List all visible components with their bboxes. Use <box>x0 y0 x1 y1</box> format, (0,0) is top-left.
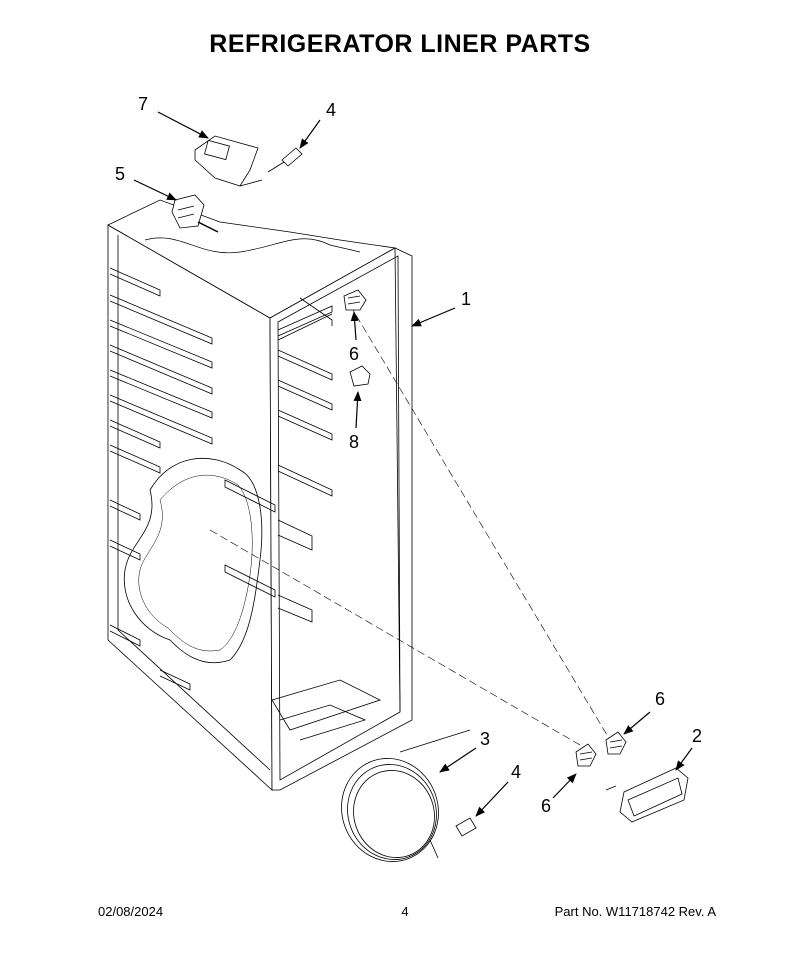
callout-6-bottom-left: 6 <box>541 796 551 816</box>
liner-drawing <box>107 199 611 791</box>
footer-page-number: 4 <box>401 904 409 919</box>
callout-4-bottom: 4 <box>511 762 521 782</box>
callout-1: 1 <box>461 289 471 309</box>
part-2-light-housing <box>605 767 689 823</box>
callout-6-top: 6 <box>349 344 359 364</box>
callout-4-top: 4 <box>326 100 336 120</box>
page-title: REFRIGERATOR LINER PARTS <box>209 30 591 58</box>
part-6-clip-bottom-right <box>605 731 627 755</box>
callout-6-bottom-right: 6 <box>655 689 665 709</box>
callout-8: 8 <box>349 432 359 452</box>
footer-date: 02/08/2024 <box>98 904 164 919</box>
part-6-clip-bottom-left <box>575 743 597 767</box>
callout-arrows <box>133 111 693 817</box>
callout-5: 5 <box>115 164 125 184</box>
part-4-screw-top <box>267 147 303 173</box>
footer-part-number: Part No. W11718742 Rev. A <box>554 904 716 919</box>
callout-7: 7 <box>138 94 148 114</box>
part-8-clip <box>349 365 371 387</box>
callout-3: 3 <box>480 729 490 749</box>
part-3-tube-coil <box>341 729 471 862</box>
part-5-connector <box>171 194 219 233</box>
part-4-screw-bottom <box>455 817 477 837</box>
part-6-clip-top <box>343 289 367 311</box>
part-7-bracket <box>194 135 263 187</box>
callout-2: 2 <box>692 726 702 746</box>
